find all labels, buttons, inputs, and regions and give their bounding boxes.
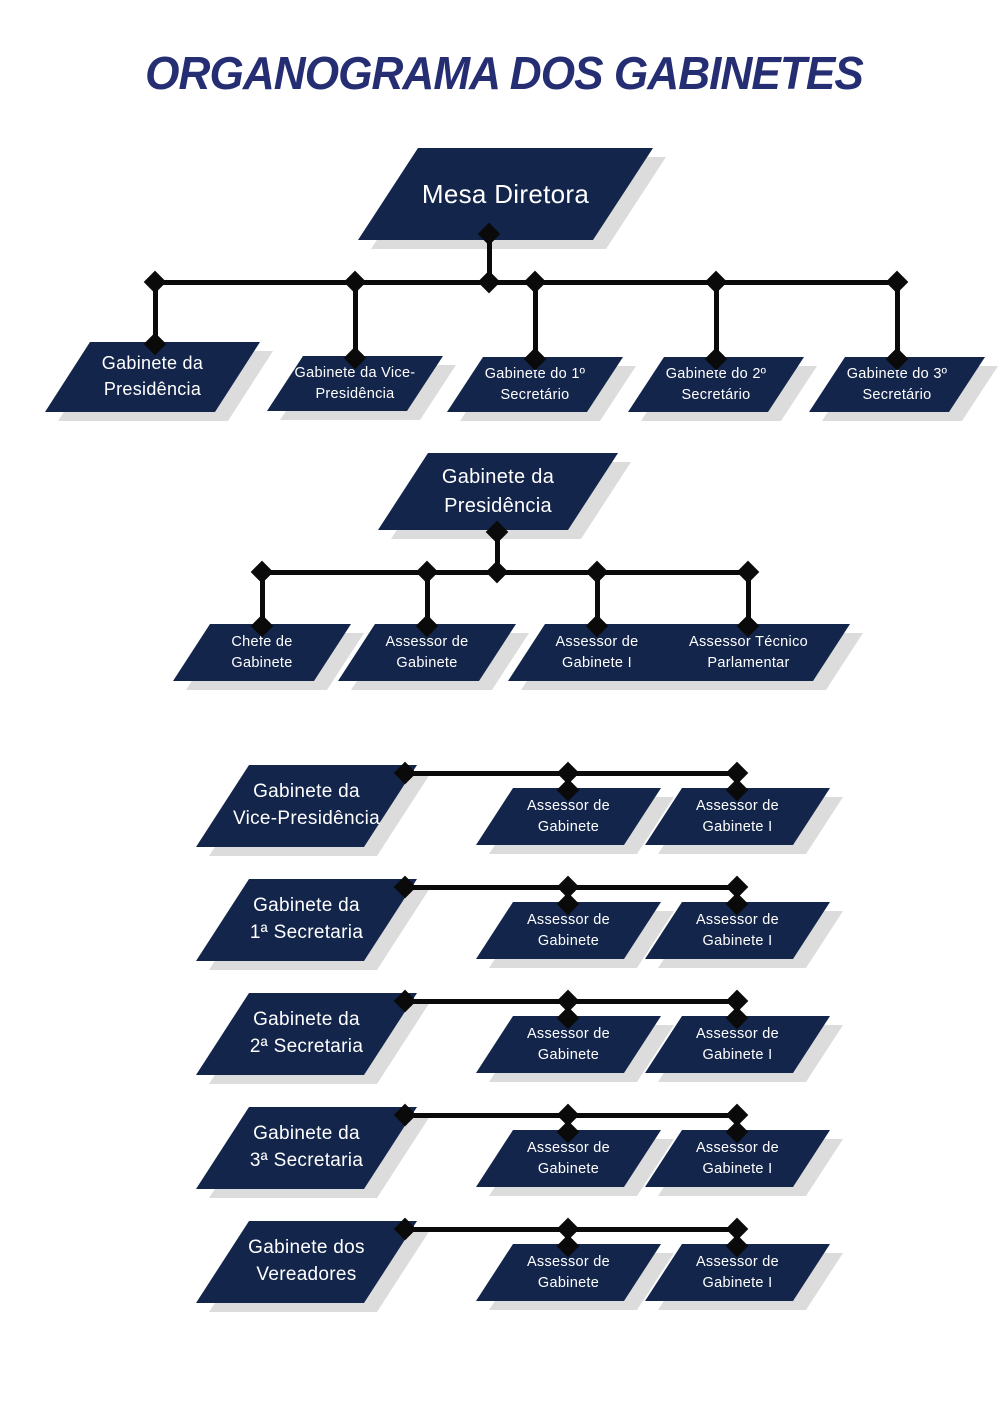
- connector-diamond: [477, 270, 501, 294]
- connector-line: [894, 282, 900, 359]
- connector-line: [352, 282, 358, 358]
- connector-diamond: [736, 560, 760, 584]
- connector-line: [259, 572, 265, 626]
- connector-diamond: [250, 560, 274, 584]
- node-label: Gabinete da Vice-Presidência: [294, 364, 416, 402]
- node-label: Mesa Diretora: [421, 178, 590, 209]
- connector-diamond: [523, 270, 547, 294]
- connector-line: [486, 234, 492, 282]
- connector-diamond: [343, 270, 367, 294]
- connector-diamond: [885, 270, 909, 294]
- connector-line: [424, 572, 430, 626]
- connector-diamond: [415, 560, 439, 584]
- connector-diamond: [585, 560, 609, 584]
- connector-line: [713, 282, 719, 359]
- connector-diamond: [485, 560, 509, 584]
- connector-line: [152, 282, 158, 344]
- connector-line: [494, 531, 500, 572]
- connector-line: [745, 572, 751, 626]
- connector-line: [594, 572, 600, 626]
- connector-line: [532, 282, 538, 359]
- page-title: ORGANOGRAMA DOS GABINETES: [145, 47, 864, 99]
- node-mesa-diretora: Mesa Diretora: [358, 148, 653, 240]
- connector-diamond: [143, 270, 167, 294]
- node-l1-gabinete-da-vice-presidencia: Gabinete da Vice-Presidência: [267, 356, 443, 411]
- connector-diamond: [704, 270, 728, 294]
